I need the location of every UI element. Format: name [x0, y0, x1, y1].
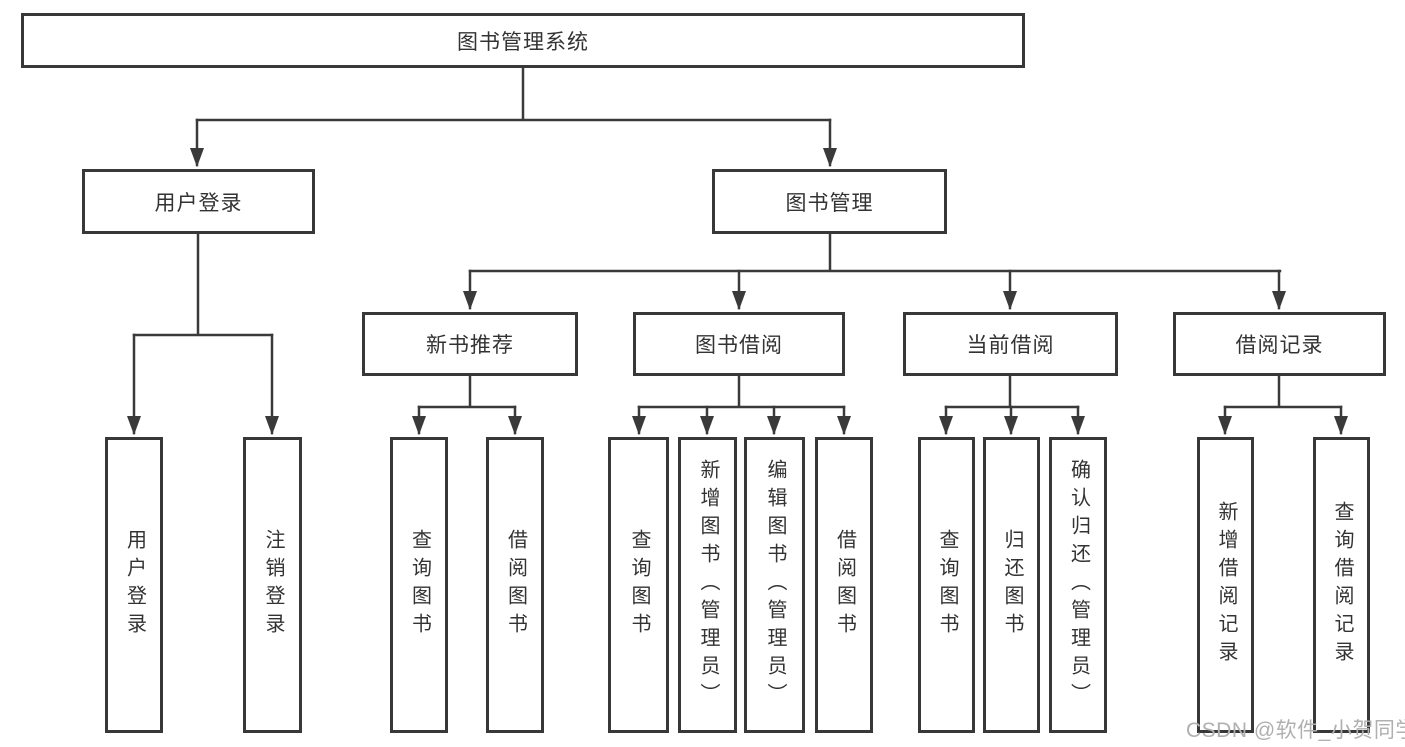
- leaf-query-borrow-record: 查询借阅记录: [1313, 437, 1370, 733]
- node-library-system: 图书管理系统: [21, 13, 1025, 68]
- leaf-user-login: 用户登录: [105, 437, 163, 733]
- node-book-management-label: 图书管理: [785, 191, 874, 215]
- leaf-user-login-label: 用户登录: [123, 529, 146, 641]
- leaf-query-books-current-label: 查询图书: [936, 529, 958, 641]
- node-library-system-label: 图书管理系统: [457, 30, 589, 54]
- leaf-query-books-borrowing-label: 查询图书: [628, 529, 650, 641]
- leaf-edit-books-admin: 编辑图书（管理员）: [744, 437, 805, 733]
- leaf-add-books-admin-label: 新增图书（管理员）: [697, 459, 719, 711]
- node-borrowing-records-label: 借阅记录: [1235, 334, 1324, 357]
- leaf-confirm-return-admin-label: 确认归还（管理员）: [1067, 459, 1090, 711]
- leaf-confirm-return-admin: 确认归还（管理员）: [1049, 437, 1107, 733]
- leaf-add-books-admin: 新增图书（管理员）: [678, 437, 737, 733]
- watermark: CSDN @软件_小贺同学: [1186, 719, 1405, 742]
- leaf-borrow-books-label: 借阅图书: [833, 529, 856, 641]
- leaf-logout-label: 注销登录: [262, 529, 284, 641]
- leaf-query-books-recommend: 查询图书: [390, 437, 448, 733]
- node-book-borrowing-label: 图书借阅: [695, 334, 783, 357]
- leaf-query-books-current: 查询图书: [918, 437, 975, 733]
- leaf-return-books-label: 归还图书: [1001, 529, 1023, 641]
- node-user-login: 用户登录: [82, 169, 315, 234]
- leaf-query-borrow-record-label: 查询借阅记录: [1331, 501, 1353, 669]
- node-current-borrowing: 当前借阅: [903, 312, 1118, 376]
- node-user-login-label: 用户登录: [154, 191, 243, 215]
- node-new-book-recommend-label: 新书推荐: [426, 334, 514, 357]
- leaf-return-books: 归还图书: [983, 437, 1040, 733]
- node-borrowing-records: 借阅记录: [1173, 312, 1386, 376]
- node-current-borrowing-label: 当前借阅: [966, 334, 1055, 357]
- leaf-query-books-recommend-label: 查询图书: [408, 529, 431, 641]
- leaf-borrow-books: 借阅图书: [815, 437, 873, 733]
- leaf-add-borrow-record-label: 新增借阅记录: [1215, 501, 1237, 669]
- leaf-add-borrow-record: 新增借阅记录: [1197, 437, 1254, 733]
- leaf-query-books-borrowing: 查询图书: [608, 437, 669, 733]
- leaf-borrow-books-recommend-label: 借阅图书: [504, 529, 527, 641]
- node-book-borrowing: 图书借阅: [633, 312, 845, 376]
- node-new-book-recommend: 新书推荐: [362, 312, 578, 376]
- leaf-borrow-books-recommend: 借阅图书: [486, 437, 544, 733]
- leaf-logout: 注销登录: [243, 437, 302, 733]
- leaf-edit-books-admin-label: 编辑图书（管理员）: [764, 459, 786, 711]
- node-book-management: 图书管理: [712, 169, 947, 234]
